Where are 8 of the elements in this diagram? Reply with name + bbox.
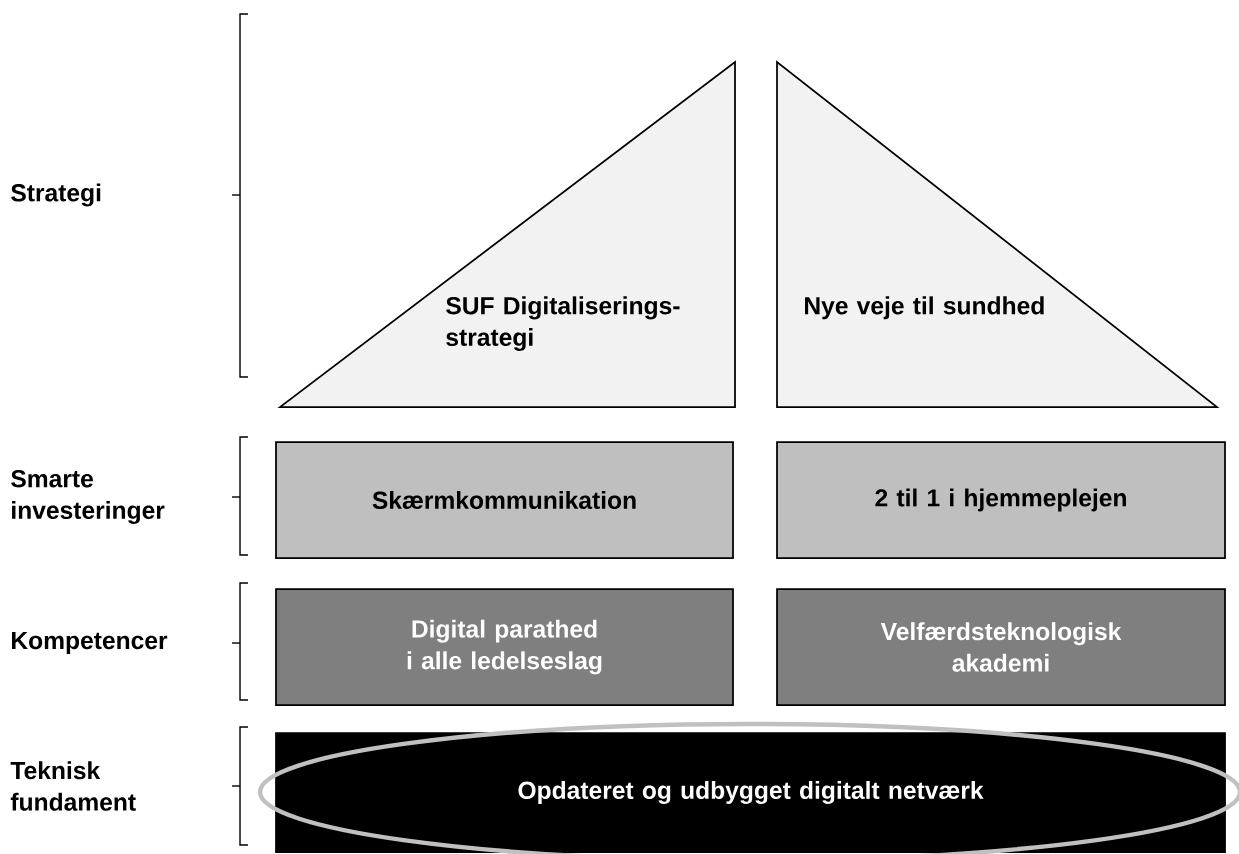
row-label: Teknisk fundament (10, 761, 136, 811)
row-label: Smarte investeringer (11, 470, 165, 524)
box: 2 til 1 i hjemmeplejen (776, 441, 1226, 559)
row-label: Strategi (11, 183, 101, 207)
box: Velfærdsteknologisk akademi (776, 588, 1226, 706)
box: Skærmkommunikation (275, 441, 734, 559)
box: Digital parathed i alle ledelseslag (275, 588, 734, 706)
row-label: Kompetencer (12, 632, 168, 654)
